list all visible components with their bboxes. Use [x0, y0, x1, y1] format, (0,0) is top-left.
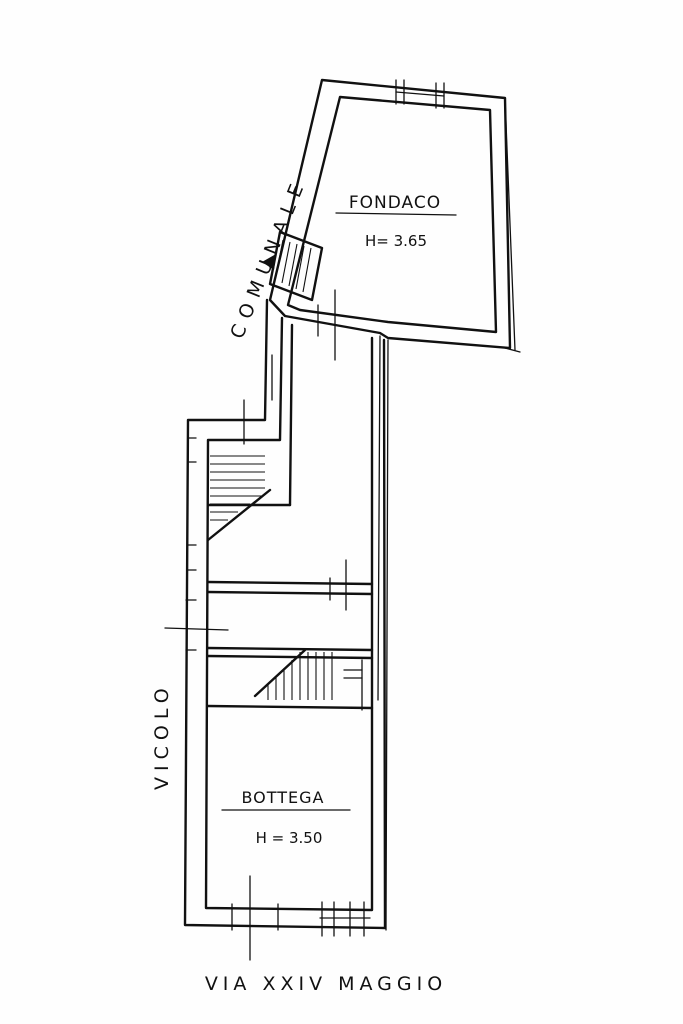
- jamb-ticks: [185, 289, 371, 961]
- fondaco-walls: [268, 78, 521, 353]
- fondaco-label: FONDACO: [349, 193, 441, 213]
- main-body-walls: [183, 298, 389, 931]
- fondaco-underline: [335, 212, 457, 216]
- stair-lower: [253, 648, 363, 700]
- bottega-height: H = 3.50: [256, 829, 323, 847]
- fondaco-height: H= 3.65: [365, 232, 427, 250]
- via-xxiv-maggio-label: VIA XXIV MAGGIO: [205, 973, 447, 995]
- arrow-icon: [262, 254, 276, 270]
- comunale-label: COMUNALE: [226, 174, 311, 342]
- stair-upper: [206, 455, 272, 542]
- vicolo-label: VICOLO: [151, 682, 173, 790]
- fondaco-stair: [262, 230, 324, 302]
- partitions: [164, 580, 374, 710]
- bottega-label: BOTTEGA: [241, 788, 324, 807]
